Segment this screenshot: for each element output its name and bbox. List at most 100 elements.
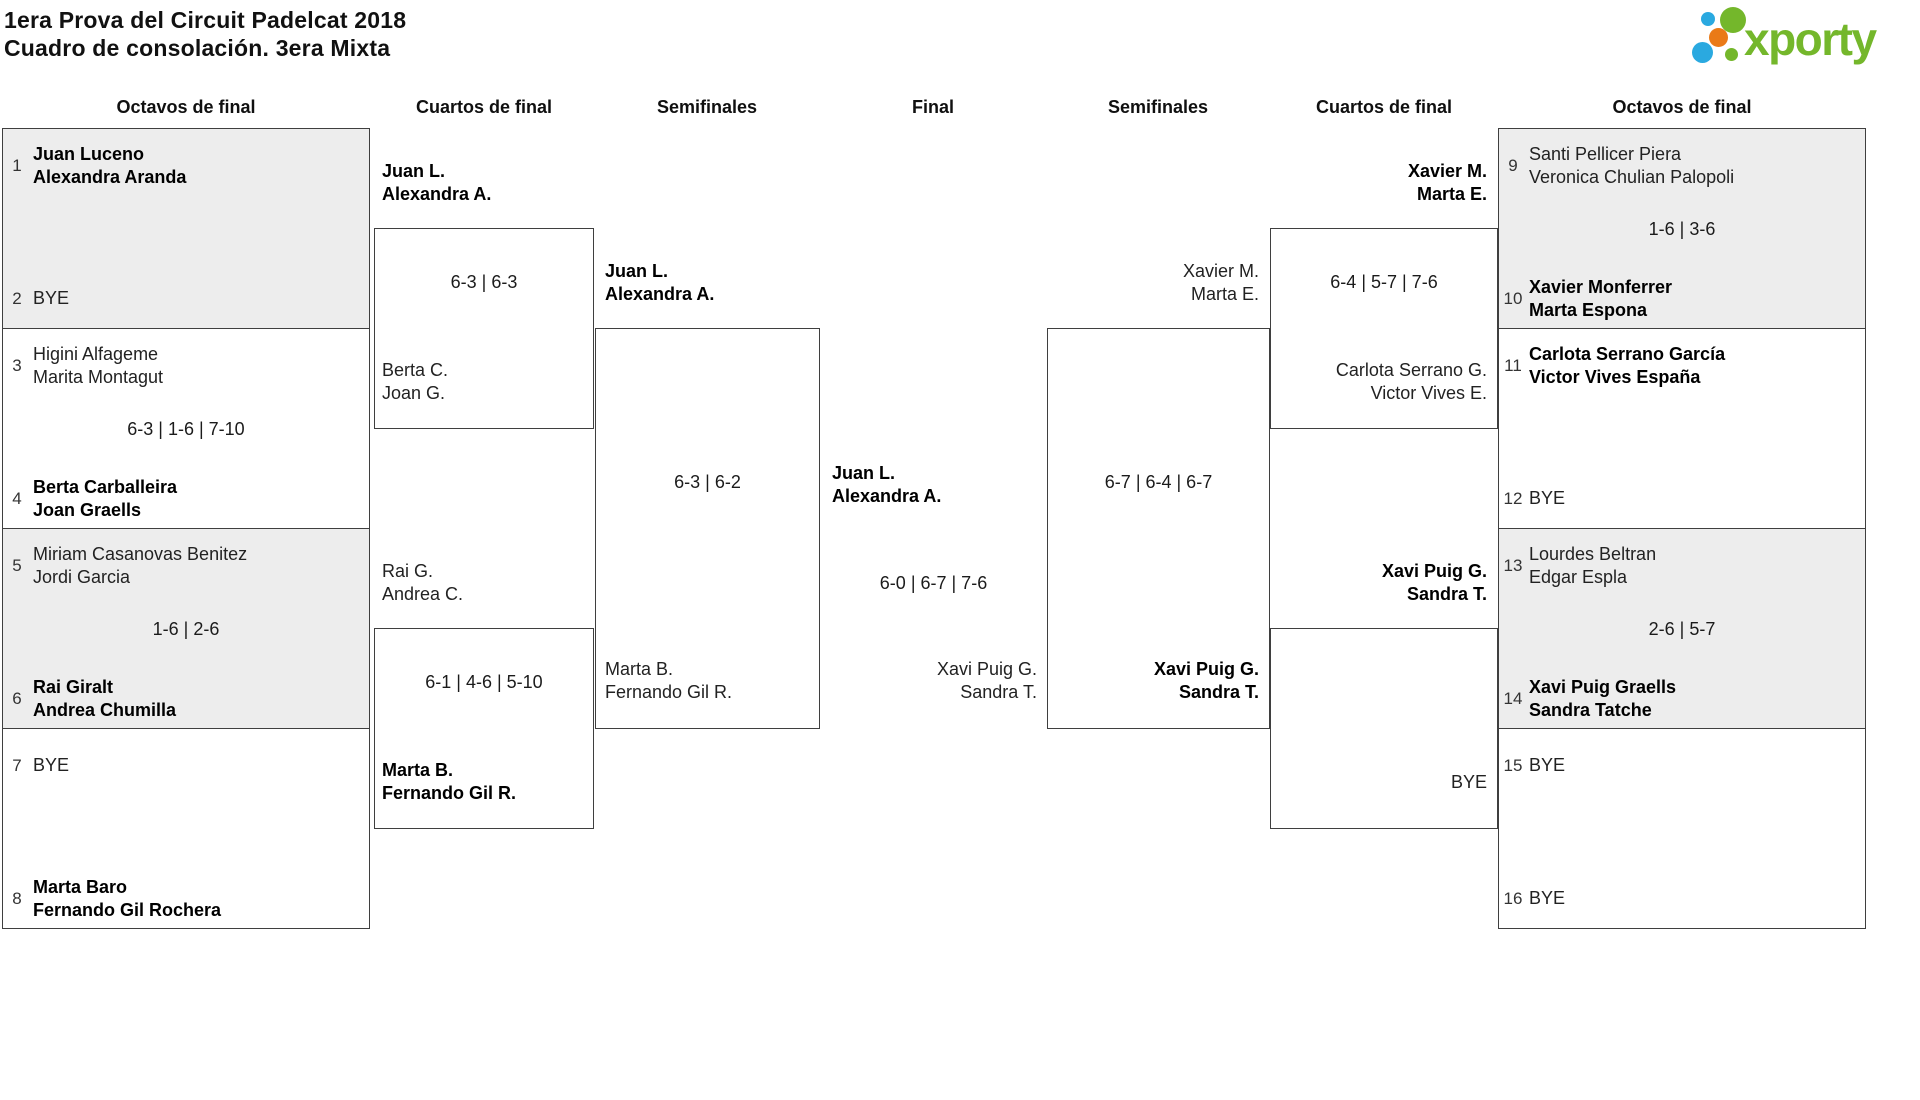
seed-number: 2	[12, 288, 22, 308]
bye-label: BYE	[1529, 488, 1566, 508]
team-label: Xavi Puig G.Sandra T.	[1047, 658, 1259, 704]
team-name: Xavi Puig G.	[1153, 659, 1259, 679]
logo-wordmark: xporty	[1744, 13, 1877, 65]
match-box-cuartos-left-2: 6-1 | 4-6 | 5-10	[374, 628, 594, 829]
team-entry: BYE	[33, 275, 369, 322]
team-label: Carlota Serrano G.Victor Vives E.	[1270, 359, 1487, 405]
team-name: Alexandra Aranda	[33, 166, 187, 187]
match-score: 6-3 | 6-3	[450, 272, 518, 292]
team-label: Xavi Puig G.Sandra T.	[1270, 560, 1487, 606]
team-entry: BYE	[1529, 475, 1865, 522]
seed-number: 14	[1503, 688, 1523, 708]
seed-number: 12	[1503, 488, 1523, 508]
team-name: Xavi Puig G.	[936, 659, 1037, 679]
team-name: Berta Carballeira	[33, 476, 178, 497]
team-name: Alexandra A.	[382, 184, 492, 204]
logo-dot-icon	[1720, 7, 1746, 33]
team-name: Juan L.	[382, 161, 446, 181]
xporty-logo[interactable]: xporty	[1690, 2, 1916, 74]
team-name: Xavier M.	[1407, 161, 1487, 181]
round-header-6: Cuartos de final	[1315, 97, 1453, 117]
team-name: Higini Alfageme	[33, 343, 159, 364]
round-header-7: Octavos de final	[1612, 97, 1752, 117]
team-name: Miriam Casanovas Benitez	[33, 543, 248, 564]
team-name: Marita Montagut	[33, 366, 164, 387]
tournament-title-line2: Cuadro de consolación. 3era Mixta	[4, 35, 391, 61]
team-name: Joan G.	[382, 383, 446, 403]
final-score: 6-0 | 6-7 | 7-6	[879, 573, 988, 593]
team-label: Marta B.Fernando Gil R.	[382, 759, 594, 805]
team-name: Sandra T.	[960, 682, 1037, 702]
team-name: Victor Vives E.	[1370, 383, 1487, 403]
team-name: Marta Espona	[1529, 299, 1648, 320]
team-label: Juan L. Alexandra A.	[382, 160, 594, 206]
team-name: Andrea C.	[382, 584, 464, 604]
team-entry: BYE	[1529, 875, 1865, 922]
team-name: Xavier Monferrer	[1529, 276, 1673, 297]
match-box-cuartos-left-1: 6-3 | 6-3	[374, 228, 594, 429]
team-name: Fernando Gil Rochera	[33, 899, 222, 920]
team-name: Veronica Chulian Palopoli	[1529, 166, 1735, 187]
team-label: Marta B.Fernando Gil R.	[605, 658, 820, 704]
team-label: BYE	[1270, 759, 1487, 805]
logo-dot-icon	[1709, 28, 1728, 47]
match-score: 1-6 | 2-6	[152, 619, 220, 639]
bye-label: BYE	[1529, 755, 1566, 775]
team-name: Marta B.	[605, 659, 674, 679]
team-name: Marta E.	[1190, 284, 1259, 304]
bye-label: BYE	[33, 288, 70, 308]
team-name: Andrea Chumilla	[33, 699, 177, 720]
logo-dot-icon	[1692, 42, 1713, 63]
team-name: Marta Baro	[33, 876, 128, 897]
team-slot: 12 BYE	[1499, 475, 1865, 522]
team-label: Juan L. Alexandra A.	[605, 260, 820, 306]
team-name: Santi Pellicer Piera	[1529, 143, 1682, 164]
seed-number: 7	[12, 755, 22, 775]
team-name: Marta E.	[1416, 184, 1487, 204]
seed-number: 16	[1503, 888, 1523, 908]
seed-number: 9	[1508, 155, 1518, 175]
team-name: Victor Vives España	[1529, 366, 1701, 387]
logo-dot-icon	[1725, 48, 1738, 61]
bye-label: BYE	[33, 755, 70, 775]
team-name: Edgar Espla	[1529, 566, 1628, 587]
team-slot: 2 BYE	[3, 275, 369, 322]
team-name: Sandra T.	[1406, 584, 1487, 604]
team-name: Berta C.	[382, 360, 449, 380]
team-name: Juan L.	[605, 261, 669, 281]
match-score: 6-3 | 6-2	[674, 472, 741, 492]
match-box-cuartos-right-1: 6-4 | 5-7 | 7-6	[1270, 228, 1498, 429]
team-name: Alexandra A.	[605, 284, 715, 304]
match-score: 6-1 | 4-6 | 5-10	[425, 672, 543, 692]
seed-number: 11	[1504, 355, 1522, 375]
match-score: 2-6 | 5-7	[1648, 619, 1716, 639]
team-name: Marta B.	[382, 760, 454, 780]
match-box-semifinal-right: 6-7 | 6-4 | 6-7	[1047, 328, 1270, 729]
team-name: Joan Graells	[33, 499, 142, 520]
round-header-4: Final	[911, 97, 954, 117]
tournament-title-line1: 1era Prova del Circuit Padelcat 2018	[4, 7, 407, 33]
